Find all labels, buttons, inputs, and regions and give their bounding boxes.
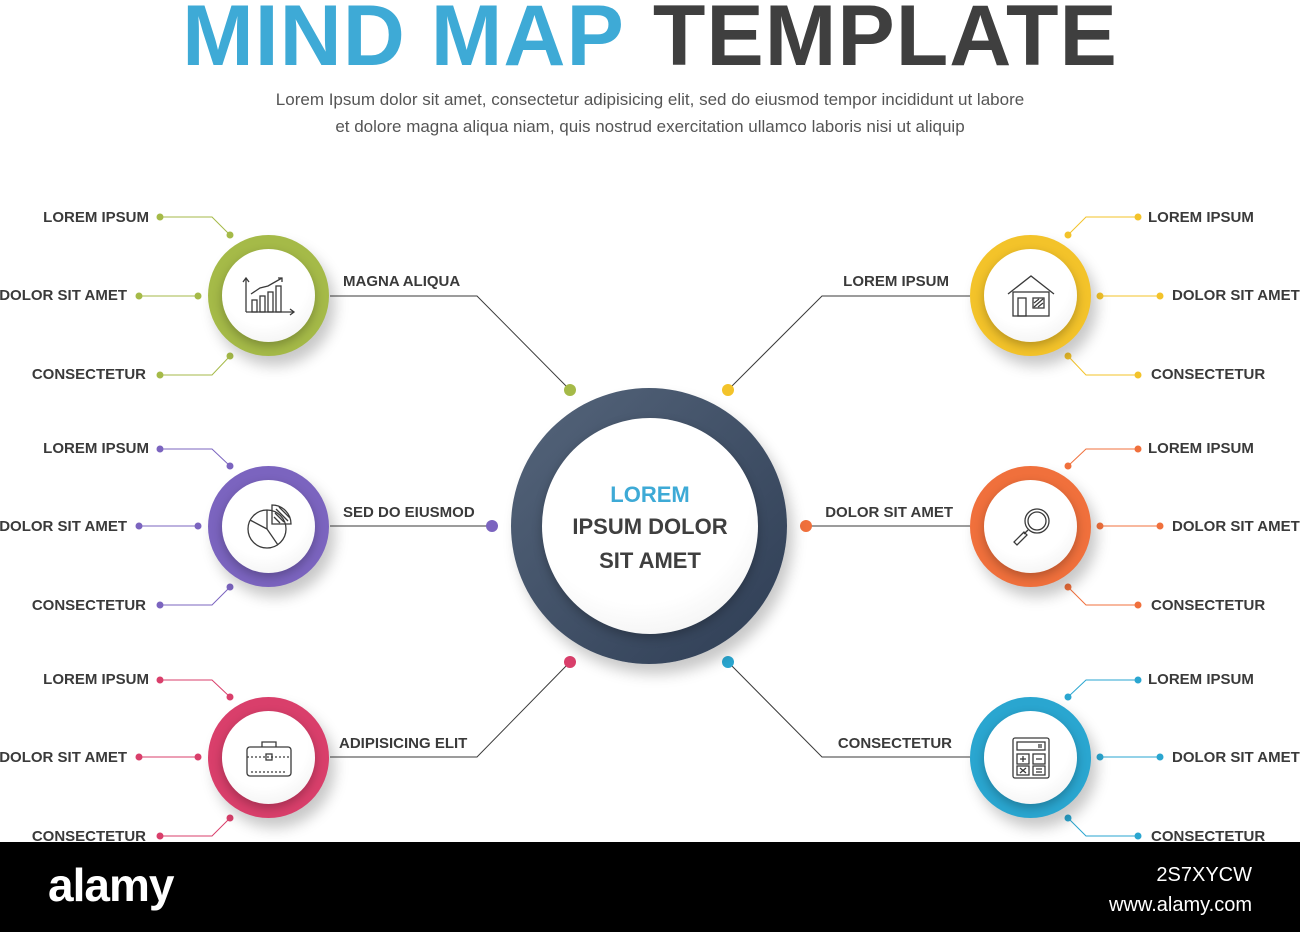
node-tr-item-2: DOLOR SIT AMET [1172,287,1300,304]
center-line-1: LOREM [610,482,690,507]
node-br-item-1: LOREM IPSUM [1148,671,1254,688]
node-mr-item-1: LOREM IPSUM [1148,440,1254,457]
node-mr-label: DOLOR SIT AMET [825,504,953,521]
node-ml-label: SED DO EIUSMOD [343,504,475,521]
branch-br-1 [1067,679,1138,698]
briefcase-icon [245,740,292,777]
node-br-label: CONSECTETUR [837,735,952,752]
node-tl-circle [222,249,315,342]
footer-site: www.alamy.com [1109,894,1252,916]
footer-bar [0,842,1300,932]
bar-chart-icon [241,276,295,316]
dot-tl-center [564,384,576,396]
subtitle-line-1: Lorem Ipsum dolor sit amet, consectetur … [275,90,1025,109]
house-icon [1007,274,1054,317]
node-tl-item-3: CONSECTETUR [31,366,146,383]
connector-lines [135,213,1164,840]
center-circle [542,418,758,634]
node-ml-item-2: DOLOR SIT AMET [0,518,127,535]
branch-bl-3 [160,817,231,837]
node-bl-item-3: CONSECTETUR [31,828,146,845]
node-mr-item-3: CONSECTETUR [1151,597,1266,614]
footer-image-id: 2S7XYCW [1156,864,1252,886]
node-bl-label: ADIPISICING ELIT [339,735,468,752]
pie-chart-icon [246,503,292,549]
branch-mr-3 [1067,586,1138,606]
node-mr-item-2: DOLOR SIT AMET [1172,518,1300,535]
branch-tl-3 [160,355,231,376]
calculator-icon [1011,736,1050,779]
center-line-2: IPSUM DOLOR [572,514,728,539]
node-mr-circle [984,480,1077,573]
node-tl-label: MAGNA ALIQUA [343,273,461,290]
branch-tr-1 [1067,216,1138,236]
connector-br [727,661,970,758]
branch-mr-1 [1067,448,1138,467]
magnifier-icon [1012,507,1050,546]
node-br-circle [984,711,1077,804]
dot-tr-center [722,384,734,396]
node-tr-label: LOREM IPSUM [843,273,949,290]
branch-tr-3 [1067,355,1138,376]
title-part-1: MIND MAP [182,0,625,84]
connector-bl [330,661,571,758]
subtitle: Lorem Ipsum dolor sit amet, consectetur … [200,86,1100,140]
branch-ml-3 [160,586,231,606]
subtitle-line-2: et dolore magna aliqua niam, quis nostru… [335,117,965,136]
center-text: LOREM IPSUM DOLOR SIT AMET [542,480,758,578]
branch-br-3 [1067,817,1138,837]
node-ml-item-3: CONSECTETUR [31,597,146,614]
node-tr-item-1: LOREM IPSUM [1148,209,1254,226]
node-tl-item-2: DOLOR SIT AMET [0,287,127,304]
dot-ml-center [486,520,498,532]
dot-bl-center [564,656,576,668]
branch-tl-1 [160,216,231,236]
node-bl-circle [222,711,315,804]
dot-br-center [722,656,734,668]
node-br-item-2: DOLOR SIT AMET [1172,749,1300,766]
footer-logo: alamy [48,859,174,911]
dot-mr-center [800,520,812,532]
node-bl-item-1: LOREM IPSUM [43,671,149,688]
connector-tr [727,295,970,391]
footer-id: 2S7XYCW www.alamy.com [1109,860,1252,920]
node-br-item-3: CONSECTETUR [1151,828,1266,845]
center-line-3: SIT AMET [599,548,701,573]
node-tr-circle [984,249,1077,342]
node-tl-item-1: LOREM IPSUM [43,209,149,226]
node-tr-item-3: CONSECTETUR [1151,366,1266,383]
node-ml-circle [222,480,315,573]
branch-ml-1 [160,448,231,467]
title-part-2: TEMPLATE [652,0,1118,84]
node-ml-item-1: LOREM IPSUM [43,440,149,457]
page-title: MIND MAP TEMPLATE [0,0,1300,86]
connector-tl [330,295,571,391]
branch-bl-1 [160,679,231,698]
node-bl-item-2: DOLOR SIT AMET [0,749,127,766]
